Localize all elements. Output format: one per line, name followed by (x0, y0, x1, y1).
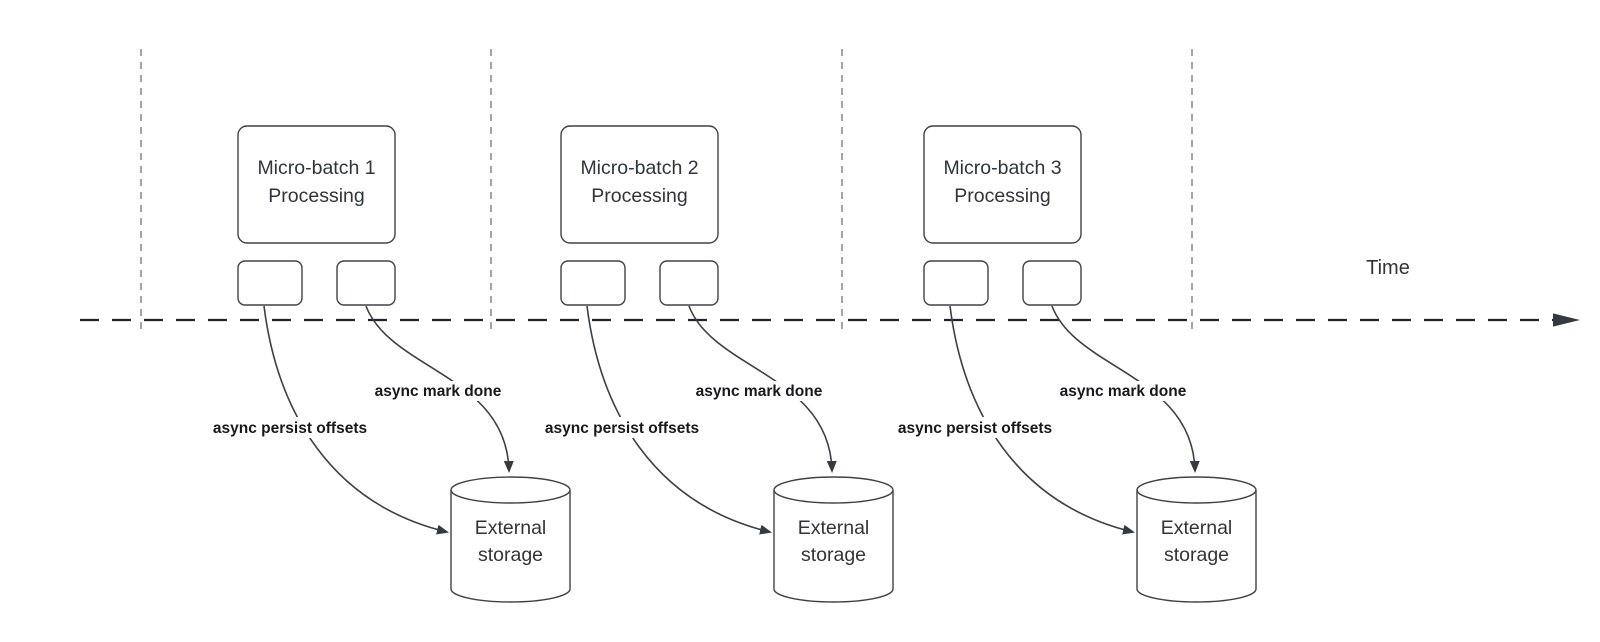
external-storage-label-line2: storage (1164, 544, 1229, 566)
mark-done-label-bg (1048, 381, 1198, 401)
external-storage-cylinder-lip (1136, 489, 1257, 504)
persist-offsets-arrow (263, 305, 449, 535)
mark-done-arrow (365, 305, 514, 473)
external-storage-label-line2: storage (478, 544, 543, 566)
external-storage-cylinder (450, 476, 571, 603)
time-axis-arrowhead (1553, 313, 1580, 327)
time-axis-label: Time (1366, 257, 1410, 279)
offset-task-rect (237, 260, 303, 306)
external-storage-cylinder (773, 476, 894, 603)
persist-offsets-label-bg (534, 417, 710, 438)
persist-offsets-label: async persist offsets (898, 420, 1052, 437)
persist-offsets-arrow (949, 305, 1135, 535)
micro-batch-box-label-line2: Processing (268, 185, 364, 207)
micro-batch-box-label-line1: Micro-batch 3 (943, 157, 1061, 179)
external-storage-label-line2: storage (801, 544, 866, 566)
micro-batch-box-label-line2: Processing (591, 185, 687, 207)
mark-done-label: async mark done (696, 383, 823, 400)
micro-batch-box-label-line2: Processing (954, 185, 1050, 207)
micro-batch-box-label-line1: Micro-batch 1 (257, 157, 375, 179)
micro-batch-box-label-line1: Micro-batch 2 (580, 157, 698, 179)
mark-done-label-bg (684, 381, 834, 401)
persist-offsets-label-bg (202, 417, 378, 438)
external-storage-label-line1: External (475, 517, 547, 539)
micro-batch-box (237, 125, 396, 244)
persist-offsets-label-bg (887, 417, 1063, 438)
done-task-rect (336, 260, 396, 306)
offset-task-rect (923, 260, 989, 306)
external-storage-cylinder-lip (450, 489, 571, 504)
persist-offsets-label: async persist offsets (213, 420, 367, 437)
done-task-rect (1022, 260, 1082, 306)
offset-task-rect (560, 260, 626, 306)
done-task-rect (659, 260, 719, 306)
mark-done-label: async mark done (375, 383, 502, 400)
external-storage-label-line1: External (798, 517, 870, 539)
persist-offsets-label: async persist offsets (545, 420, 699, 437)
external-storage-cylinder-lip (773, 489, 894, 504)
mark-done-arrow (1051, 305, 1200, 473)
external-storage-cylinder (1136, 476, 1257, 603)
mark-done-label-bg (363, 381, 513, 401)
micro-batch-box (560, 125, 719, 244)
external-storage-label-line1: External (1161, 517, 1233, 539)
mark-done-arrow (688, 305, 837, 473)
micro-batch-box (923, 125, 1082, 244)
persist-offsets-arrow (586, 305, 772, 535)
mark-done-label: async mark done (1060, 383, 1187, 400)
